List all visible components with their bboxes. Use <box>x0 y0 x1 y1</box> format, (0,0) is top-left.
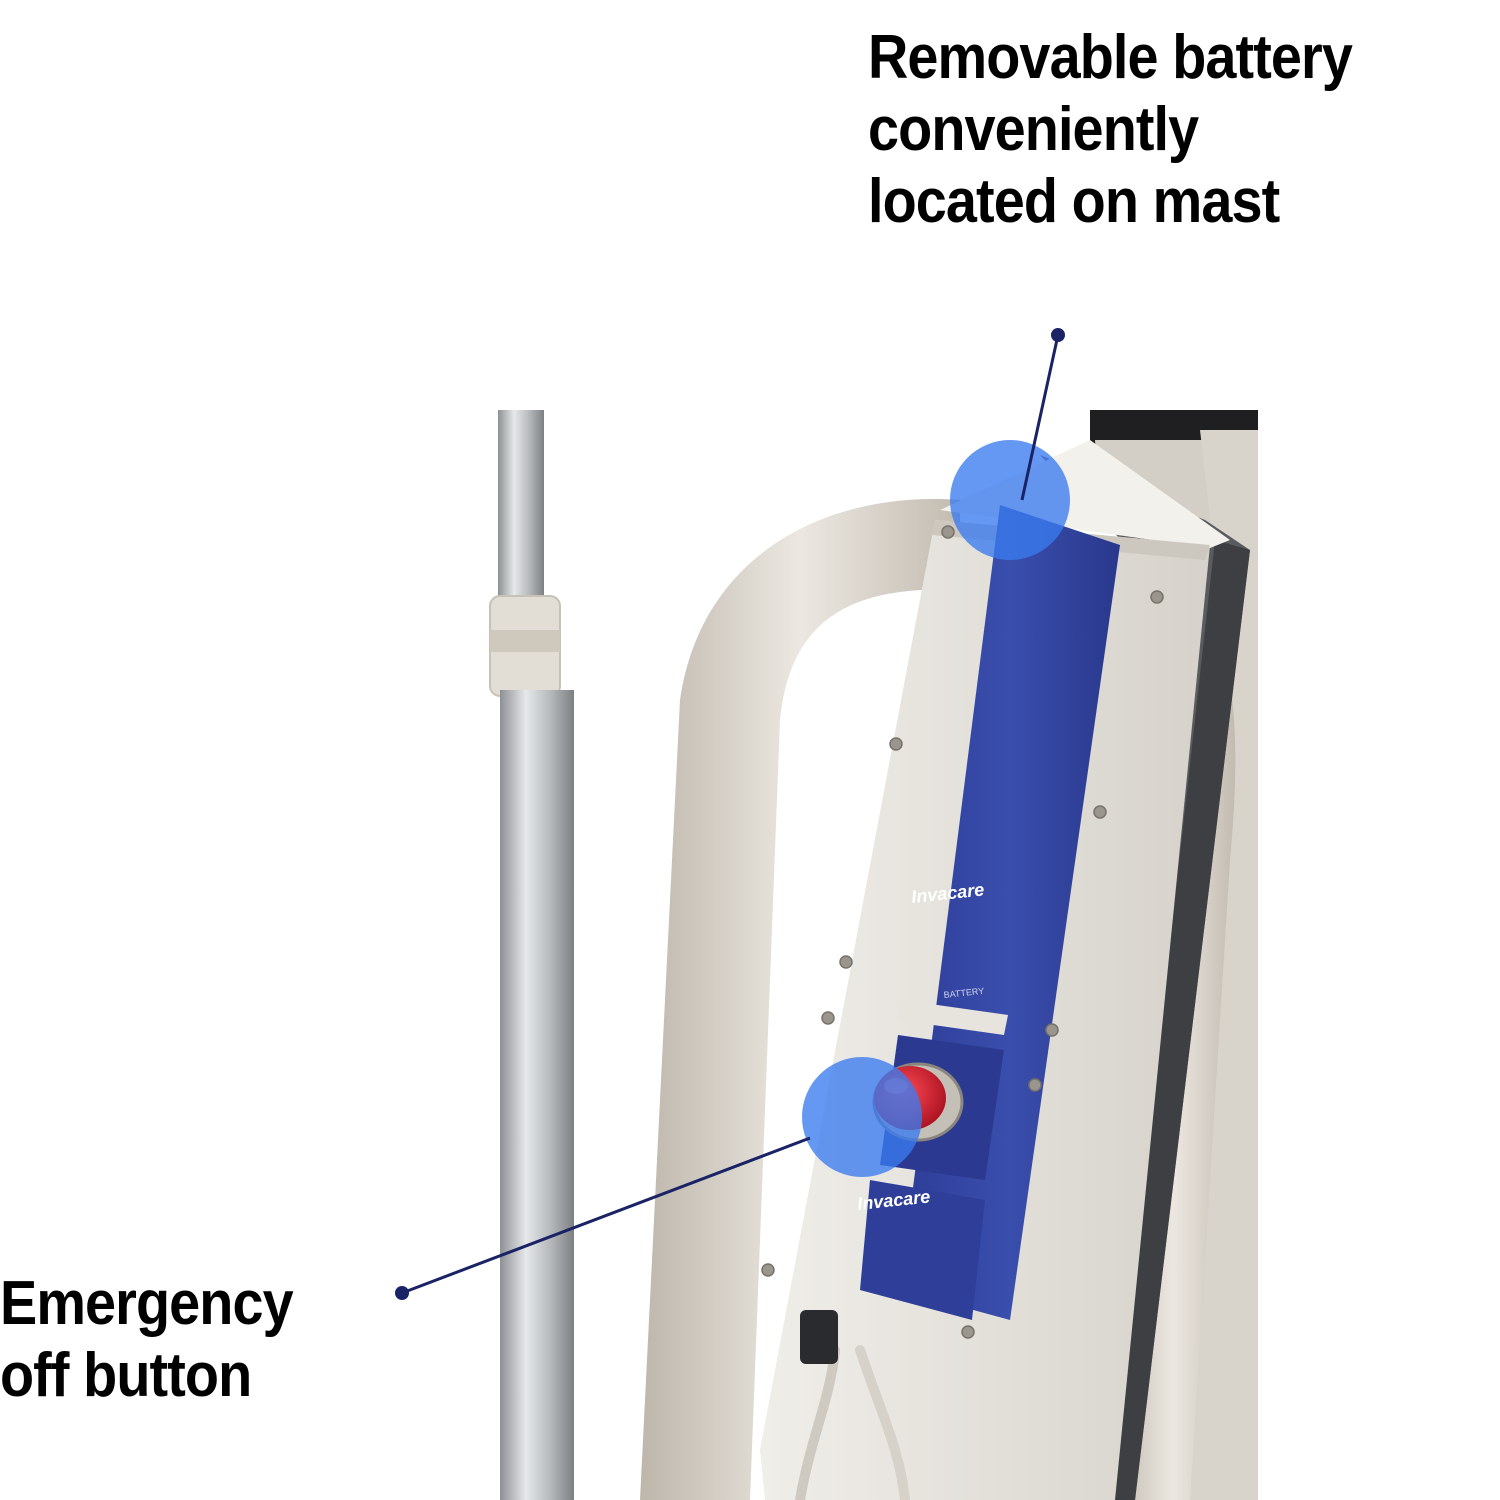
battery-leader <box>1020 328 1065 501</box>
housing-screws <box>761 525 1164 1339</box>
cables <box>795 1345 910 1500</box>
battery-callout-line: conveniently <box>868 94 1199 164</box>
panel-small-label: BATTERY <box>943 986 985 1000</box>
emergency-highlight-marker <box>802 1057 922 1177</box>
emergency-callout-line: off button <box>0 1340 252 1410</box>
connector-plug <box>800 1310 838 1364</box>
battery-highlight-marker <box>950 440 1070 560</box>
emergency-leader <box>395 1136 811 1300</box>
emergency-callout-line: Emergency <box>0 1269 294 1338</box>
battery-callout: Removable battery conveniently located o… <box>868 22 1353 238</box>
emergency-callout: Emergency off button <box>0 1268 294 1412</box>
battery-callout-line: Removable battery <box>868 23 1353 92</box>
panel-divider <box>898 1000 1008 1035</box>
telescopic-pole <box>489 410 574 1500</box>
battery-callout-line: located on mast <box>868 166 1280 236</box>
